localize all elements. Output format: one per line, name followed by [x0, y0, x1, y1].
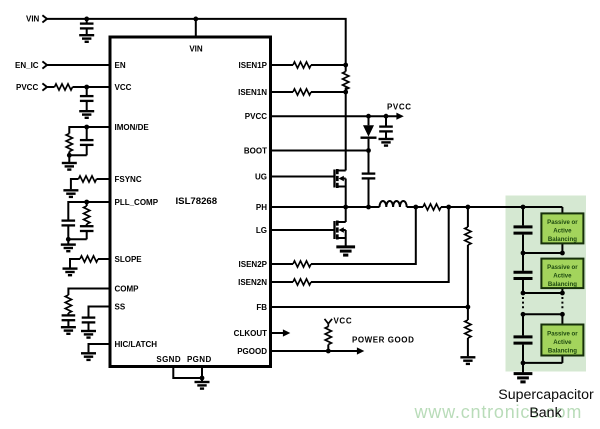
svg-text:SS: SS [115, 302, 126, 311]
svg-text:Supercapacitor: Supercapacitor [498, 387, 594, 403]
svg-text:POWER GOOD: POWER GOOD [352, 336, 414, 345]
svg-text:Balancing: Balancing [548, 348, 577, 355]
svg-text:PH: PH [256, 203, 267, 212]
svg-text:PGOOD: PGOOD [237, 347, 267, 356]
svg-text:Active: Active [553, 339, 572, 346]
svg-text:www.cntronics.com: www.cntronics.com [414, 402, 583, 422]
svg-text:ISL78268: ISL78268 [176, 196, 218, 207]
svg-text:IMON/DE: IMON/DE [115, 123, 150, 132]
svg-text:VCC: VCC [334, 317, 353, 326]
svg-text:LG: LG [256, 226, 267, 235]
svg-text:ISEN1P: ISEN1P [239, 61, 268, 70]
svg-text:Balancing: Balancing [548, 236, 577, 243]
svg-text:EN_IC: EN_IC [15, 61, 39, 70]
svg-text:Bank: Bank [529, 405, 562, 421]
svg-text:PLL_COMP: PLL_COMP [115, 198, 159, 207]
svg-text:PVCC: PVCC [245, 112, 267, 121]
svg-text:ISEN2P: ISEN2P [239, 260, 268, 269]
svg-text:VCC: VCC [115, 83, 132, 92]
svg-text:Passive or: Passive or [547, 264, 578, 271]
svg-text:HIC/LATCH: HIC/LATCH [115, 340, 158, 349]
svg-text:EN: EN [115, 61, 126, 70]
svg-text:SLOPE: SLOPE [115, 255, 143, 264]
svg-text:SGND: SGND [156, 355, 181, 364]
svg-text:VIN: VIN [26, 15, 40, 24]
svg-text:FSYNC: FSYNC [115, 175, 142, 184]
svg-text:Balancing: Balancing [548, 281, 577, 288]
svg-text:VIN: VIN [189, 45, 203, 54]
svg-text:FB: FB [256, 303, 267, 312]
svg-text:PVCC: PVCC [16, 83, 38, 92]
svg-text:BOOT: BOOT [244, 146, 267, 155]
svg-text:ISEN2N: ISEN2N [238, 278, 267, 287]
svg-text:Passive or: Passive or [547, 331, 578, 338]
svg-text:PGND: PGND [187, 355, 212, 364]
svg-text:COMP: COMP [115, 284, 140, 293]
svg-text:PVCC: PVCC [387, 102, 412, 111]
svg-text:ISEN1N: ISEN1N [238, 88, 267, 97]
svg-text:Active: Active [553, 273, 572, 280]
svg-text:CLKOUT: CLKOUT [234, 329, 267, 338]
svg-text:Passive or: Passive or [547, 219, 578, 226]
svg-text:UG: UG [255, 172, 267, 181]
svg-text:Active: Active [553, 228, 572, 235]
